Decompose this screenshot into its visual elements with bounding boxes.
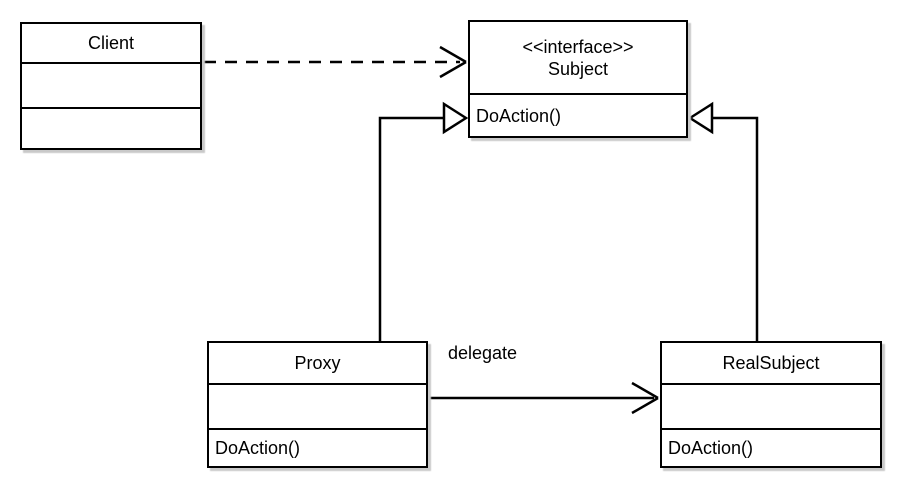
- open-arrowhead-icon: [439, 45, 467, 79]
- class-stereotype: <<interface>>: [522, 36, 634, 57]
- class-title-compartment: <<interface>> Subject: [470, 22, 686, 93]
- hollow-triangle-arrowhead-icon: [442, 101, 469, 135]
- class-box-realsubject: RealSubject DoAction(): [660, 341, 882, 468]
- class-box-subject: <<interface>> Subject DoAction(): [468, 20, 688, 138]
- realization-arrow-proxy-to-subject: [378, 101, 469, 341]
- class-name: RealSubject: [722, 353, 820, 373]
- class-title-compartment: Proxy: [209, 343, 426, 383]
- class-methods: DoAction(): [476, 105, 562, 126]
- hollow-triangle-arrowhead-icon: [687, 101, 714, 135]
- realization-line: [378, 116, 444, 341]
- realization-arrow-realsubject-to-subject: [687, 101, 759, 341]
- association-arrow-proxy-to-realsubject: [428, 381, 659, 415]
- realization-line: [712, 116, 759, 341]
- class-box-client: Client: [20, 22, 202, 150]
- class-title-compartment: RealSubject: [662, 343, 880, 383]
- class-box-proxy: Proxy DoAction(): [207, 341, 428, 468]
- class-title-compartment: Client: [22, 24, 200, 62]
- dependency-arrow-client-to-subject: [204, 45, 467, 79]
- class-methods: DoAction(): [215, 438, 301, 458]
- class-methods-compartment: DoAction(): [209, 428, 426, 466]
- class-methods: DoAction(): [668, 438, 754, 458]
- class-methods-compartment: [22, 107, 200, 148]
- class-attributes-compartment: [209, 383, 426, 428]
- class-name: Client: [87, 33, 135, 53]
- class-name: Subject: [547, 58, 609, 79]
- class-methods-compartment: DoAction(): [470, 93, 686, 136]
- class-attributes-compartment: [662, 383, 880, 428]
- class-attributes-compartment: [22, 62, 200, 107]
- class-name: Proxy: [294, 353, 341, 373]
- association-label-delegate: delegate: [448, 343, 518, 363]
- open-arrowhead-icon: [631, 381, 659, 415]
- class-methods-compartment: DoAction(): [662, 428, 880, 466]
